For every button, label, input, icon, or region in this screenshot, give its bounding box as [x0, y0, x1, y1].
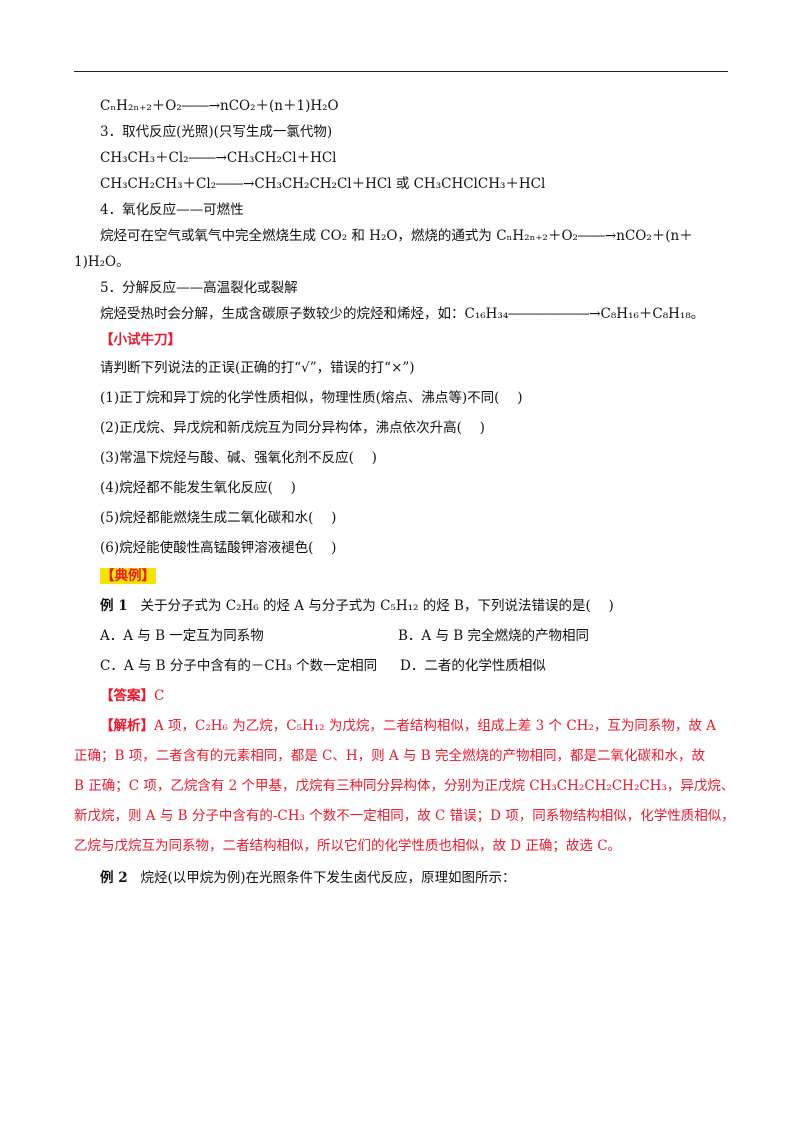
example-section-heading: 【典例】: [100, 566, 156, 586]
quick-test-item-5: (5)烷烃都能燃烧生成二氧化碳和水( ): [100, 510, 337, 526]
example-heading-highlight: 【典例】: [100, 568, 156, 584]
analysis-line-5: 乙烷与戊烷互为同系物，二者结构相似，所以它们的化学性质也相似，故 D 正确；故选…: [74, 838, 622, 854]
example-1-label: 例 1: [100, 598, 128, 614]
example-1-options-row2: C．A 与 B 分子中含有的－CH₃ 个数一定相同 D．二者的化学性质相似: [100, 656, 730, 676]
analysis-line-3: B 正确；C 项，乙烷含有 2 个甲基，戊烷有三种同分异构体，分别为正戊烷 CH…: [74, 778, 735, 794]
decomposition-paragraph: 烷烃受热时会分解，生成含碳原子数较少的烷烃和烯烃，如：C₁₆H₃₄――――――→…: [100, 306, 705, 322]
option-c: C．A 与 B 分子中含有的－CH₃ 个数一定相同: [100, 658, 378, 674]
example-2-text: 烷烃(以甲烷为例)在光照条件下发生卤代反应，原理如图所示：: [140, 870, 516, 886]
quick-test-item-6: (6)烷烃能使酸性高锰酸钾溶液褪色( ): [100, 540, 337, 556]
combustion-paragraph-line2: 1)H₂O。: [74, 254, 130, 270]
combustion-general-equation: CₙH₂ₙ₊₂＋O₂――→nCO₂＋(n＋1)H₂O: [100, 98, 339, 114]
section-3-heading: 3．取代反应(光照)(只写生成一氯代物): [100, 124, 333, 140]
quick-test-item-4: (4)烷烃都不能发生氧化反应( ): [100, 480, 296, 496]
quick-test-item-3: (3)常温下烷烃与酸、碱、强氧化剂不反应( ): [100, 450, 377, 466]
example-1-options-row1: A．A 与 B 一定互为同系物 B．A 与 B 完全燃烧的产物相同: [100, 626, 730, 646]
example-1-text: 关于分子式为 C₂H₆ 的烃 A 与分子式为 C₅H₁₂ 的烃 B，下列说法错误…: [140, 598, 614, 614]
quick-test-item-2: (2)正戊烷、异戊烷和新戊烷互为同分异构体，沸点依次升高( ): [100, 420, 485, 436]
analysis-line-1: 【解析】A 项，C₂H₆ 为乙烷，C₅H₁₂ 为戊烷，二者结构相似，组成上差 3…: [100, 716, 716, 736]
ethane-substitution-equation: CH₃CH₃＋Cl₂――→CH₃CH₂Cl＋HCl: [100, 150, 337, 166]
combustion-paragraph-line1: 烷烃可在空气或氧气中完全燃烧生成 CO₂ 和 H₂O，燃烧的通式为 CₙH₂ₙ₊…: [100, 228, 693, 244]
quick-test-heading: 【小试牛刀】: [100, 332, 181, 348]
analysis-text-1: A 项，C₂H₆ 为乙烷，C₅H₁₂ 为戊烷，二者结构相似，组成上差 3 个 C…: [154, 718, 716, 734]
answer-value: C: [154, 688, 165, 704]
example-1-question: 例 1 关于分子式为 C₂H₆ 的烃 A 与分子式为 C₅H₁₂ 的烃 B，下列…: [100, 596, 614, 616]
answer-label: 【答案】: [100, 688, 154, 704]
analysis-line-4: 新戊烷，则 A 与 B 分子中含有的-CH₃ 个数不一定相同，故 C 错误；D …: [74, 808, 735, 824]
section-5-heading: 5．分解反应——高温裂化或裂解: [100, 280, 298, 296]
quick-test-instruction: 请判断下列说法的正误(正确的打“√”，错误的打“×”): [100, 360, 415, 376]
quick-test-item-1: (1)正丁烷和异丁烷的化学性质相似，物理性质(熔点、沸点等)不同( ): [100, 390, 523, 406]
option-a: A．A 与 B 一定互为同系物: [100, 628, 264, 644]
option-d: D．二者的化学性质相似: [400, 658, 546, 674]
section-4-heading: 4．氧化反应——可燃性: [100, 202, 244, 218]
analysis-label: 【解析】: [100, 718, 154, 734]
propane-substitution-equation: CH₃CH₂CH₃＋Cl₂――→CH₃CH₂CH₂Cl＋HCl 或 CH₃CHC…: [100, 176, 546, 192]
option-b: B．A 与 B 完全燃烧的产物相同: [398, 628, 589, 644]
example-2-label: 例 2: [100, 870, 128, 886]
analysis-line-2: 正确；B 项，二者含有的元素相同，都是 C、H，则 A 与 B 完全燃烧的产物相…: [74, 748, 705, 764]
example-2-question: 例 2 烷烃(以甲烷为例)在光照条件下发生卤代反应，原理如图所示：: [100, 868, 516, 888]
header-rule: [74, 71, 728, 72]
answer-line: 【答案】C: [100, 686, 164, 706]
